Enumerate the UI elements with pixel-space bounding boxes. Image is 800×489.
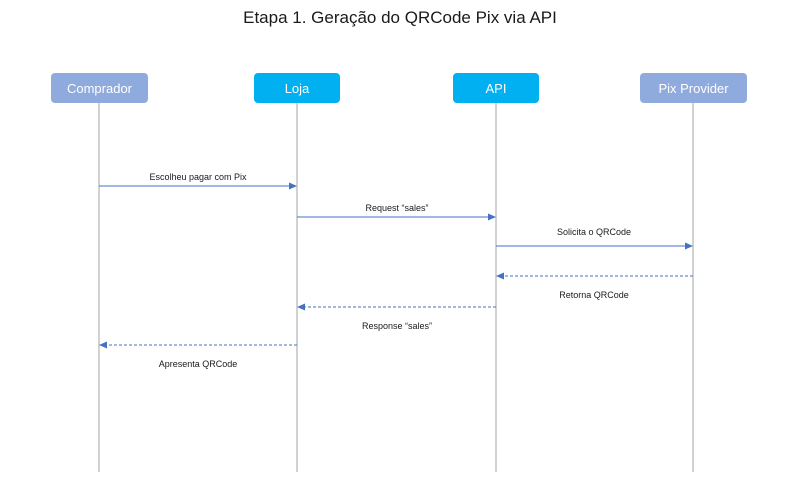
actor-comprador-label: Comprador (66, 80, 133, 96)
message-label-apresenta: Apresenta QRCode (159, 359, 238, 369)
actor-comprador: Comprador (51, 73, 148, 103)
message-label-retorna: Retorna QRCode (559, 290, 629, 300)
message-label-request-sales: Request “sales” (365, 203, 428, 213)
actor-pix-provider-label: Pix Provider (658, 80, 729, 96)
message-label-solicita: Solicita o QRCode (557, 227, 631, 237)
message-label-response-sales: Response “sales” (362, 321, 432, 331)
actor-api: API (453, 73, 539, 103)
actor-api-label: API (485, 80, 507, 96)
actor-loja-label: Loja (284, 80, 310, 96)
actor-pix-provider: Pix Provider (640, 73, 747, 103)
message-label-escolheu: Escolheu pagar com Pix (149, 172, 247, 182)
actor-loja: Loja (254, 73, 340, 103)
diagram-title: Etapa 1. Geração do QRCode Pix via API (243, 8, 557, 27)
